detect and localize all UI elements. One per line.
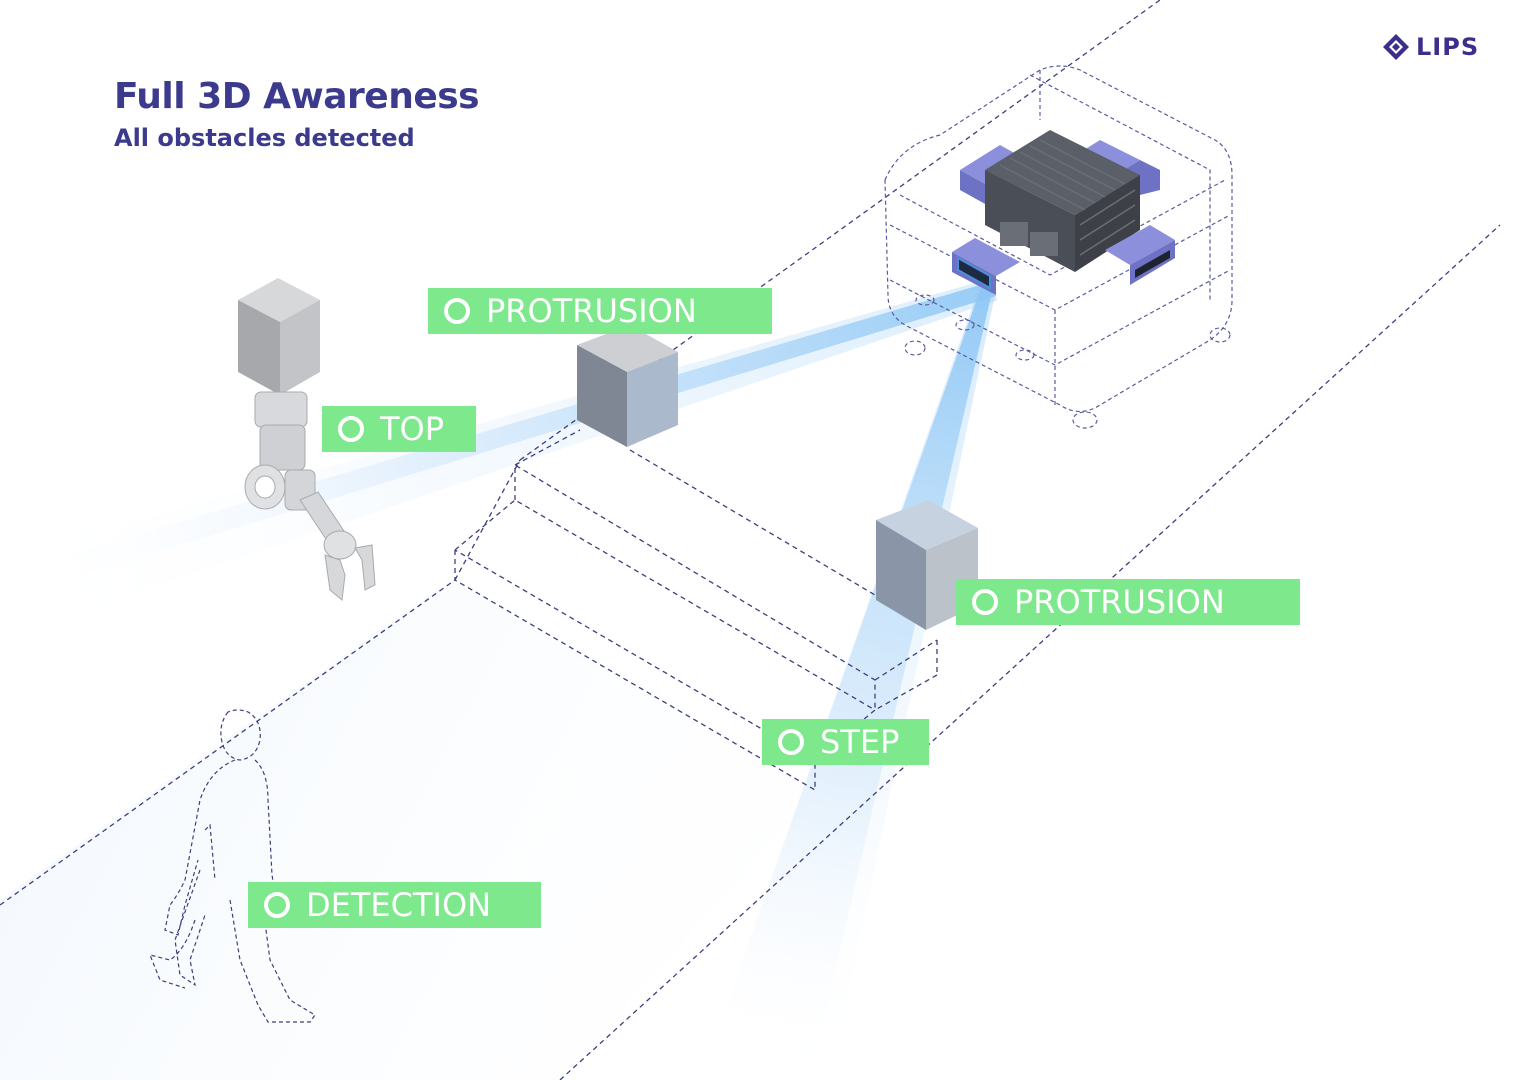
label-top: TOP xyxy=(322,406,476,452)
protrusion-box-right xyxy=(876,500,978,630)
circle-marker-icon xyxy=(778,729,804,755)
circle-marker-icon xyxy=(444,298,470,324)
circle-marker-icon xyxy=(264,892,290,918)
label-step: STEP xyxy=(762,719,929,765)
label-text: PROTRUSION xyxy=(486,292,697,330)
brand-logo: LIPS xyxy=(1382,33,1479,61)
label-text: STEP xyxy=(820,723,900,761)
floor-area xyxy=(0,580,820,1080)
protrusion-box-top xyxy=(577,325,678,447)
label-text: DETECTION xyxy=(306,886,492,924)
label-text: PROTRUSION xyxy=(1014,583,1225,621)
label-protrusion-top: PROTRUSION xyxy=(428,288,772,334)
sensor-module xyxy=(952,130,1175,295)
sensor-beam-down-wide xyxy=(700,285,995,1080)
robot-arm xyxy=(238,278,376,601)
page-subtitle: All obstacles detected xyxy=(114,124,415,152)
label-detection: DETECTION xyxy=(248,882,541,928)
circle-marker-icon xyxy=(338,416,364,442)
circle-marker-icon xyxy=(972,589,998,615)
label-protrusion-right: PROTRUSION xyxy=(956,579,1300,625)
sensor-beam-left-wide xyxy=(0,280,998,640)
lips-diamond-icon xyxy=(1383,34,1409,60)
label-text: TOP xyxy=(380,410,445,448)
brand-logo-text: LIPS xyxy=(1416,33,1480,61)
page-title: Full 3D Awareness xyxy=(114,76,480,117)
